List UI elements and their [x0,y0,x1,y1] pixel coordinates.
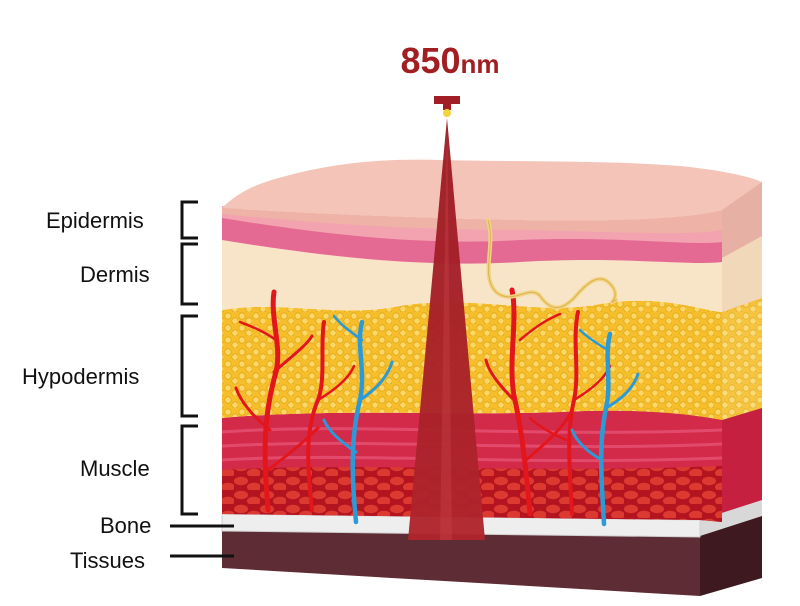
hypodermis-layer [222,300,722,420]
wavelength-value: 850 [400,40,461,81]
label-muscle: Muscle [80,456,150,481]
side-face-bone [700,500,762,536]
arteries [234,287,612,517]
light-emitter [434,96,460,104]
layer-brackets [170,200,234,558]
skin-surface [222,159,762,221]
epidermis-band-highlight [222,206,722,243]
light-emitter-neck [443,104,451,110]
tissues-layer [222,530,700,596]
bracket-muscle [180,424,198,516]
wavelength-label: 850nm [380,40,520,82]
side-face-fat [722,298,762,424]
side-face-tissue [700,516,762,596]
epidermis-band [222,214,722,264]
bracket-epidermis [180,200,198,240]
label-tissues: Tissues [70,548,145,573]
bracket-hypodermis [180,314,198,418]
wavelength-unit: nm [460,49,500,79]
bracket-dermis [180,242,198,306]
side-face-dermis [722,236,762,316]
label-hypodermis: Hypodermis [22,364,140,389]
label-bone: Bone [100,513,152,538]
side-face-muscle [722,408,762,522]
label-dermis: Dermis [80,262,150,287]
skin-surface-shade [222,208,722,234]
light-emitter-glow [443,109,451,117]
light-beam-core [440,118,452,540]
veins [322,314,640,527]
label-epidermis: Epidermis [46,208,144,233]
nerve-fiber-outline [487,219,617,308]
